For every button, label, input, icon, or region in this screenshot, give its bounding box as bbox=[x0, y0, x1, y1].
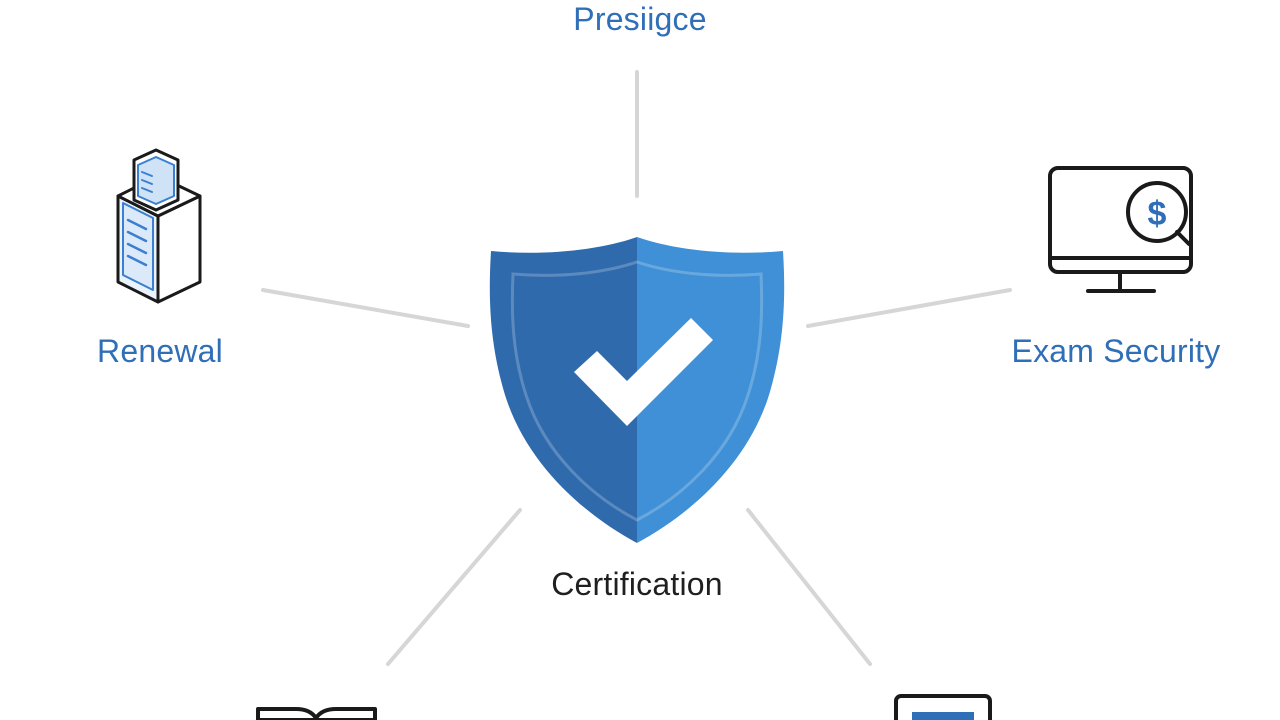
connector-right bbox=[806, 288, 1012, 328]
laptop-icon bbox=[894, 694, 992, 720]
shield-left-half bbox=[489, 237, 637, 543]
connector-bottom-left bbox=[386, 508, 522, 666]
book-icon bbox=[256, 707, 377, 720]
connector-left bbox=[261, 288, 470, 328]
center-label-certification: Certification bbox=[551, 566, 723, 602]
monitor-dollar-icon: $ bbox=[1048, 166, 1193, 293]
node-label-renewal: Renewal bbox=[97, 333, 223, 369]
connectors bbox=[261, 70, 1012, 666]
connector-bottom-right bbox=[746, 508, 872, 666]
checkmark-icon bbox=[574, 318, 713, 426]
document-box-icon bbox=[116, 148, 202, 304]
shield-check-icon bbox=[489, 237, 785, 543]
shield-right-half bbox=[637, 237, 785, 543]
node-label-exam-security: Exam Security bbox=[1011, 333, 1221, 369]
dollar-symbol: $ bbox=[1148, 195, 1167, 233]
shield-inner-outline bbox=[510, 260, 764, 522]
node-label-top: Presiigce bbox=[573, 1, 707, 37]
